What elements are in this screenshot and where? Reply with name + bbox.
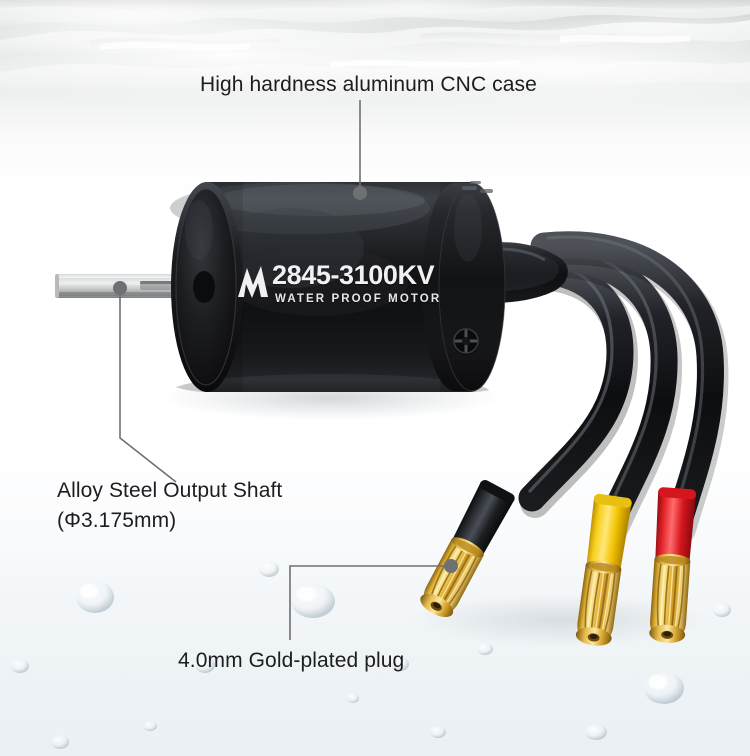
- sleeve-red: [655, 490, 697, 566]
- callout-leaders: [119, 100, 449, 640]
- leader-shaft: [119, 290, 177, 483]
- dot-shaft: [113, 281, 127, 295]
- case-label-text: 2845-3100KV WATER PROOF MOTOR: [272, 262, 441, 306]
- wire-red: [530, 231, 724, 538]
- connector-shadow: [410, 594, 710, 646]
- vent-slots: [462, 181, 493, 193]
- motor-wires: [510, 231, 729, 544]
- sleeve-yellow: [586, 497, 632, 574]
- motor-model: 2845-3100KV: [272, 260, 435, 290]
- motor-case: [170, 181, 506, 392]
- wire-yellow: [522, 243, 678, 534]
- case-label: [238, 266, 268, 298]
- motor-tagline: WATER PROOF MOTOR: [275, 293, 442, 305]
- connector-yellow: [575, 493, 632, 646]
- leader-plug: [289, 565, 449, 640]
- dot-plug: [444, 559, 458, 573]
- dot-case: [353, 186, 367, 200]
- sleeve-black: [450, 481, 515, 559]
- phillips-screw: [453, 328, 479, 355]
- brand-m-logo: [238, 266, 268, 298]
- wire-black: [510, 256, 634, 512]
- connector-black: [420, 479, 515, 618]
- callout-dots: [113, 186, 458, 573]
- connector-red: [649, 487, 697, 643]
- output-shaft: [55, 274, 207, 298]
